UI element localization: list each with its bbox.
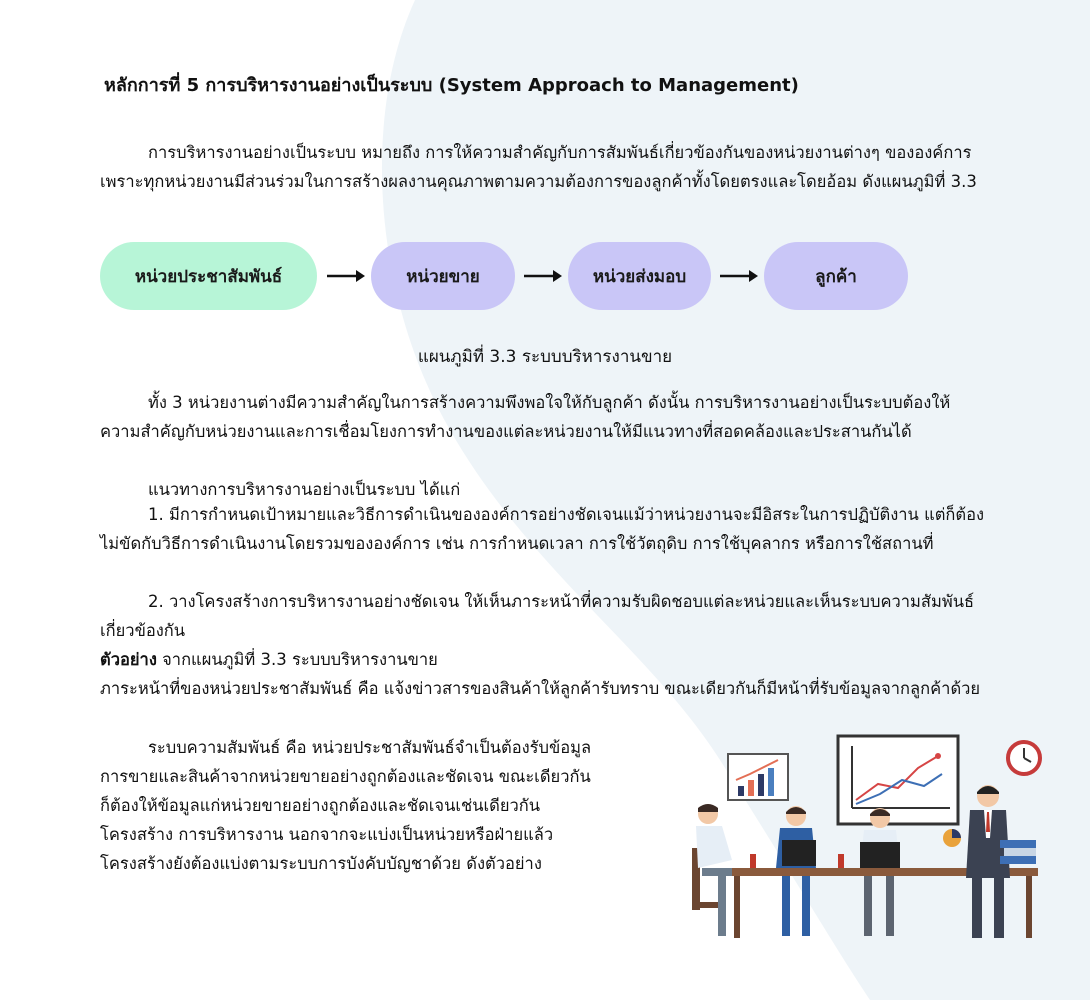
relation-line: โครงสร้างยังต้องแบ่งตามระบบการบังคับบัญช… [100, 854, 542, 873]
intro-paragraph: การบริหารงานอย่างเป็นระบบ หมายถึง การให้… [100, 143, 977, 191]
example-label: ตัวอย่าง [100, 650, 157, 669]
figure-caption: แผนภูมิที่ 3.3 ระบบบริหารงานขาย [417, 347, 673, 367]
relation-line: ระบบความสัมพันธ์ คือ หน่วยประชาสัมพันธ์จ… [148, 738, 592, 757]
line-chart-board-icon [836, 734, 960, 826]
guideline-item-1: 1. มีการกำหนดเป้าหมายและวิธีการดำเนินของ… [100, 505, 985, 553]
flow-step-pr-unit: หน่วยประชาสัมพันธ์ [100, 242, 317, 310]
relation-line: การขายและสินค้าจากหน่วยขายอย่างถูกต้องแล… [100, 767, 591, 786]
example-text: จากแผนภูมิที่ 3.3 ระบบบริหารงานขาย [156, 650, 438, 669]
meeting-illustration [692, 734, 1042, 938]
example-detail: ภาระหน้าที่ของหน่วยประชาสัมพันธ์ คือ แจ้… [100, 679, 981, 698]
arrow-right-icon [327, 270, 365, 282]
flow-step-customer: ลูกค้า [764, 242, 908, 310]
flow-step-sales-unit: หน่วยขาย [371, 242, 515, 310]
bar-chart-icon [727, 753, 789, 801]
flow-step-delivery-unit: หน่วยส่งมอบ [568, 242, 711, 310]
example-line: ตัวอย่าง จากแผนภูมิที่ 3.3 ระบบบริหารงาน… [100, 645, 985, 674]
sales-system-flowchart: หน่วยประชาสัมพันธ์ หน่วยขาย หน่วยส่งมอบ … [100, 242, 920, 310]
relation-paragraph: ระบบความสัมพันธ์ คือ หน่วยประชาสัมพันธ์จ… [100, 733, 700, 878]
arrow-right-icon [524, 270, 562, 282]
relation-line: โครงสร้าง การบริหารงาน นอกจากจะแบ่งเป็นห… [100, 825, 554, 844]
clock-icon [1006, 740, 1042, 776]
guideline-item-2: 2. วางโครงสร้างการบริหารงานอย่างชัดเจน ใ… [100, 592, 975, 640]
arrow-right-icon [720, 270, 758, 282]
relation-line: ก็ต้องให้ข้อมูลแก่หน่วยขายอย่างถูกต้องแล… [100, 796, 541, 815]
page-title: หลักการที่ 5 การบริหารงานอย่างเป็นระบบ (… [104, 75, 799, 96]
guidelines-heading: แนวทางการบริหารงานอย่างเป็นระบบ ได้แก่ [148, 480, 461, 499]
importance-paragraph: ทั้ง 3 หน่วยงานต่างมีความสำคัญในการสร้าง… [100, 393, 951, 441]
